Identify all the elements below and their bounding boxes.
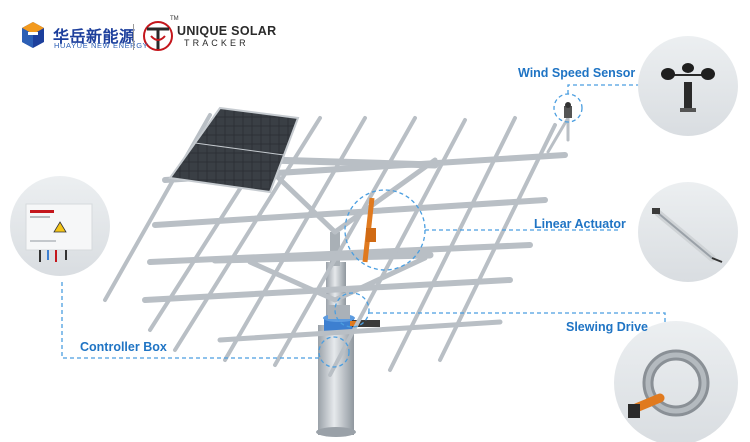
huayue-logo-icon	[22, 22, 44, 48]
product-name-line2: TRACKER	[184, 38, 249, 48]
linear-actuator-label: Linear Actuator	[534, 217, 626, 231]
tracker-wind-sensor	[564, 102, 572, 118]
slewing-drive-unit	[323, 305, 380, 332]
logo-divider	[133, 24, 134, 50]
brand-name-cn: 华岳新能源	[53, 27, 136, 46]
controller-box-label: Controller Box	[80, 340, 167, 354]
tracker-linear-actuator	[362, 197, 376, 263]
trademark-mark: TM	[170, 16, 179, 22]
controller-box-icon	[10, 176, 110, 276]
brand-name-en: HUAYUE NEW ENERGY	[54, 41, 149, 50]
slewing-drive-label: Slewing Drive	[566, 320, 648, 334]
solar-panel	[168, 106, 300, 194]
linear-actuator-icon	[638, 182, 738, 282]
slewing-drive-icon	[614, 321, 738, 442]
unique-solar-logo-icon	[143, 21, 173, 51]
tracker-post	[316, 232, 356, 437]
anemometer-icon	[638, 36, 738, 136]
product-name-line1: UNIQUE SOLAR	[177, 24, 277, 38]
wind-speed-sensor-label: Wind Speed Sensor	[518, 66, 636, 80]
